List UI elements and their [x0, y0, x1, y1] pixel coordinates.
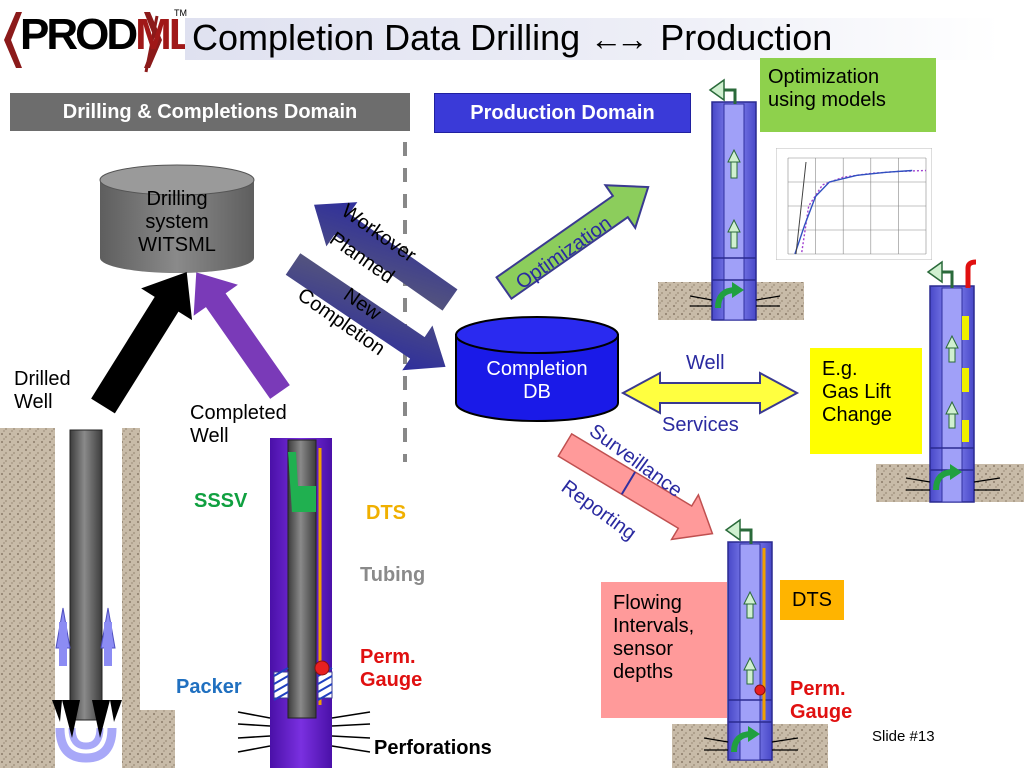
drilled-well-label: Drilled Well [14, 368, 71, 414]
drilling-system-label: Drilling system WITSML [110, 188, 244, 257]
tubing-label: Tubing [360, 564, 426, 586]
title-text: Completion Data Drilling [192, 17, 581, 58]
gas-lift-line3: Change [822, 404, 893, 426]
drilling-system-line3: WITSML [138, 234, 216, 256]
completed-well-line2: Well [190, 425, 229, 447]
well-services-arrow [620, 371, 800, 415]
completed-well-line1: Completed [190, 402, 287, 424]
title-text-2: Production [660, 17, 833, 58]
completion-db-line1: Completion [486, 358, 588, 380]
drilled-well-graphic [0, 428, 175, 768]
flowing-line1: Flowing [613, 592, 682, 614]
sssv-label: SSSV [194, 490, 248, 512]
gas-lift-line2: Gas Lift [822, 381, 891, 403]
gas-lift-well-graphic [876, 259, 1024, 503]
flowing-line4: depths [613, 661, 674, 683]
completed-well-label: Completed Well [190, 402, 287, 448]
well-label: Well [686, 352, 725, 374]
flowing-line3: sensor [613, 638, 674, 660]
perm-gauge-line1: Perm. [360, 646, 416, 668]
optimization-models-line2: using models [768, 89, 886, 111]
drilled-well-line2: Well [14, 391, 53, 413]
logo-text: PROD [20, 10, 138, 59]
gas-lift-line1: E.g. [822, 358, 858, 380]
flowing-intervals-box: Flowing Intervals, sensor depths [601, 582, 727, 718]
new-completion-arrow [285, 253, 446, 371]
gas-lift-box: E.g. Gas Lift Change [810, 348, 922, 454]
drilling-system-db [99, 164, 255, 273]
chart-series-line-1 [794, 169, 913, 255]
dts-label: DTS [366, 502, 406, 524]
optimization-models-line1: Optimization [768, 66, 880, 88]
bidirectional-arrow-icon: ←→ [590, 21, 648, 57]
perm-gauge-right-label: Perm. Gauge [790, 678, 852, 724]
logo-tm: TM [174, 8, 187, 18]
packer-label: Packer [176, 676, 242, 698]
optimization-arrow [495, 184, 650, 301]
drilled-well-line1: Drilled [14, 368, 71, 390]
perm-gauge-label: Perm. Gauge [360, 646, 422, 692]
completion-db [455, 316, 619, 422]
perm-gauge-line2: Gauge [360, 669, 423, 691]
completion-db-line2: DB [523, 381, 551, 403]
chart-reference-line [795, 161, 807, 255]
optimization-models-box: Optimization using models [760, 58, 936, 132]
services-label: Services [662, 414, 739, 436]
drilling-system-line2: system [145, 211, 209, 233]
optimization-well-graphic [658, 78, 804, 321]
perm-gauge-right-line2: Gauge [790, 701, 853, 723]
workover-arrow [314, 202, 458, 311]
completed-well-graphic [237, 438, 371, 768]
drilling-system-line1: Drilling [146, 188, 208, 210]
perm-gauge-right-line1: Perm. [790, 678, 846, 700]
dts-box: DTS [780, 580, 844, 620]
drilling-domain-label: Drilling & Completions Domain [10, 93, 410, 131]
flowing-line2: Intervals, [613, 615, 695, 637]
surveillance-arrow [557, 432, 714, 541]
complete-arrow [193, 272, 290, 399]
drill-arrow [91, 272, 193, 414]
production-domain-label: Production Domain [434, 93, 691, 133]
surveillance-well-graphic [672, 518, 828, 768]
slide-number: Slide #13 [872, 728, 935, 745]
page-title: Completion Data Drilling ←→ Production [192, 16, 832, 61]
completion-db-label: Completion DB [462, 358, 612, 404]
optimization-chart [776, 148, 932, 260]
title-bar [185, 18, 1000, 60]
perforations-label: Perforations [374, 737, 492, 759]
